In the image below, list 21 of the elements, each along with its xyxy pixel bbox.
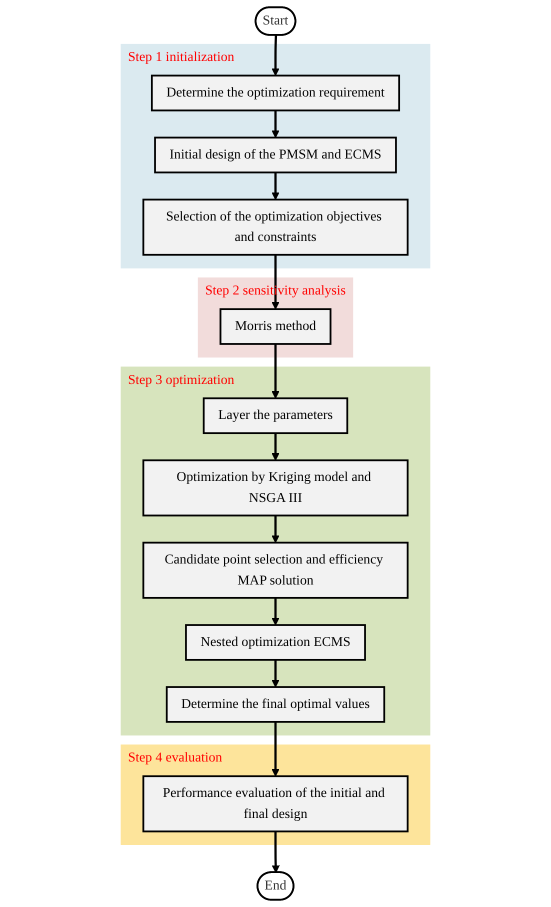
node-box: Initial design of the PMSM and ECMS: [154, 136, 397, 174]
arrow: [272, 660, 280, 688]
node-box: Morris method: [220, 308, 332, 345]
node-box: Layer the parameters: [202, 397, 348, 434]
arrow: [272, 433, 280, 461]
arrow: [272, 35, 280, 76]
node-box: Optimization by Kriging model and NSGA III: [142, 459, 409, 516]
arrow: [272, 598, 280, 626]
arrow: [272, 254, 280, 310]
arrow: [272, 831, 280, 873]
arrow: [272, 110, 280, 138]
node-box: Candidate point selection and efficiency MAP solution: [142, 542, 409, 599]
arrow: [272, 344, 280, 399]
arrow: [272, 172, 280, 200]
arrow: [272, 722, 280, 777]
node-box: Selection of the optimization objectives and constraints: [142, 198, 409, 256]
arrow: [272, 516, 280, 544]
node-box: Nested optimization ECMS: [185, 624, 366, 661]
node-box: Performance evaluation of the initial and final design: [142, 775, 409, 832]
node-box: Determine the final optimal values: [166, 686, 386, 723]
node-box: Determine the optimization requirement: [150, 74, 400, 112]
